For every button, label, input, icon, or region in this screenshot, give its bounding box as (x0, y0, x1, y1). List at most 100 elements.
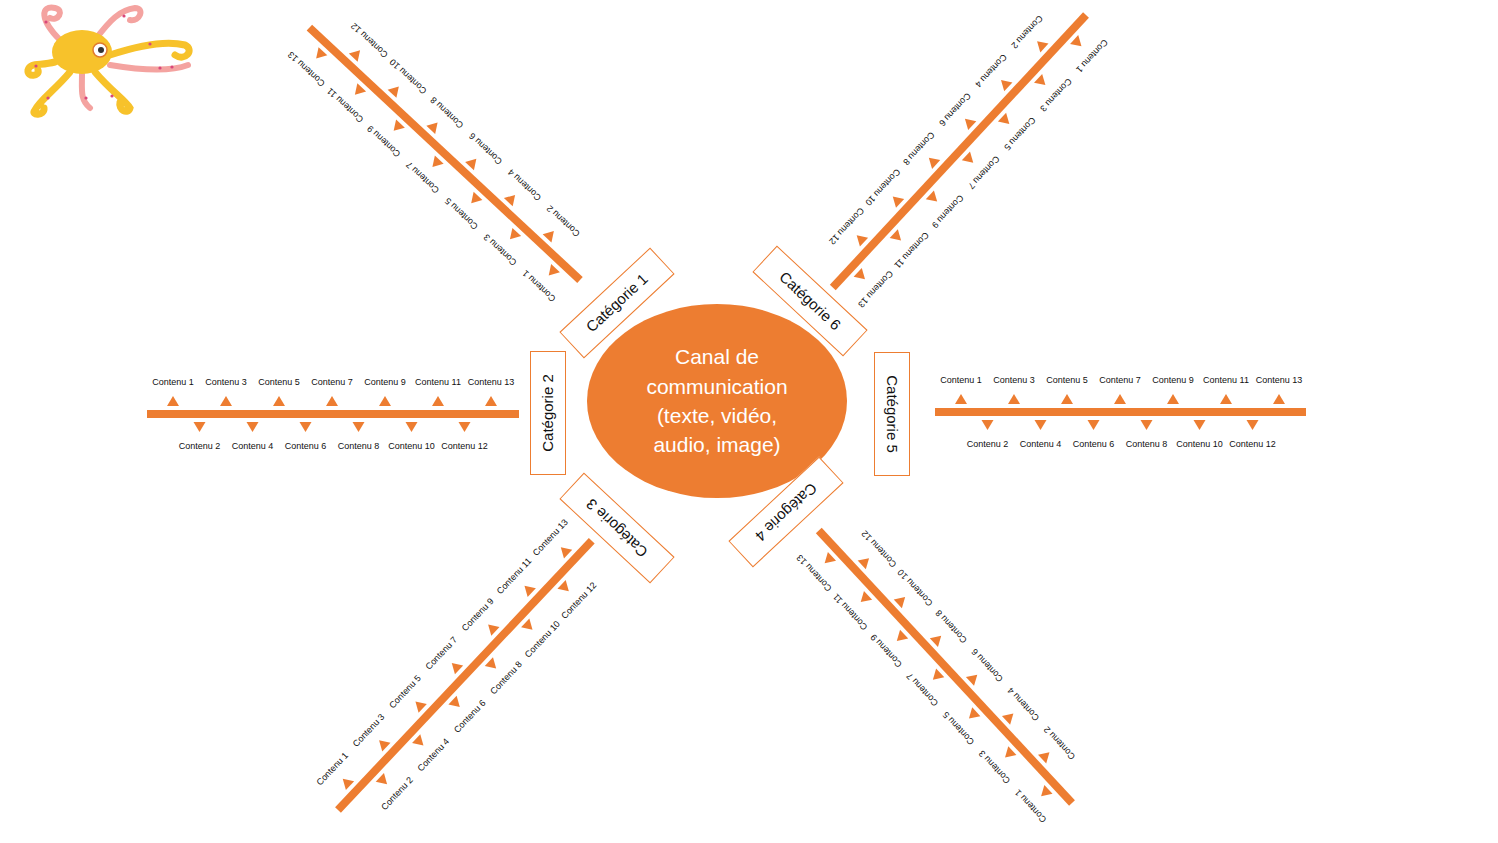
content-label: Contenu 5 (258, 377, 300, 388)
branch-arrowhead (351, 83, 367, 98)
content-label: Contenu 8 (1126, 439, 1168, 450)
content-label: Contenu 3 (205, 377, 247, 388)
content-label: Contenu 3 (993, 375, 1035, 386)
content-label: Contenu 11 (415, 377, 461, 388)
branch-bar (806, 518, 1086, 815)
branch-arrowhead (1114, 394, 1126, 404)
branch-arrowhead (1247, 420, 1259, 430)
branch-arrowhead (485, 396, 497, 406)
branch-arrowhead (962, 152, 977, 168)
branch-arrowhead (465, 155, 481, 170)
branch-arrowhead (930, 631, 945, 647)
branch-arrowhead (353, 422, 365, 432)
branch-arrowhead (543, 227, 559, 242)
content-label: Contenu 10 (388, 441, 435, 452)
branch-arrowhead (220, 396, 232, 406)
branch-arrowhead (926, 190, 941, 206)
branch-arrowhead (1167, 394, 1179, 404)
channel-title: Canal de communication (texte, vidéo, au… (627, 342, 807, 460)
branch-arrowhead (858, 554, 873, 570)
branch-arrowhead (459, 422, 471, 432)
branch-arrowhead (300, 422, 312, 432)
branch-arrowhead (1033, 37, 1048, 53)
category-box: Catégorie 2 (530, 351, 566, 475)
branch-arrowhead (982, 420, 994, 430)
content-label: Contenu 12 (441, 441, 488, 452)
branch-bar (297, 14, 592, 293)
category-title: Catégorie 5 (884, 375, 901, 453)
branch-arrowhead (1070, 35, 1085, 51)
branch-arrowhead (821, 552, 836, 568)
content-label: Contenu 9 (1152, 375, 1194, 386)
branch-arrowhead (929, 669, 944, 685)
content-label: Contenu 13 (1256, 375, 1303, 386)
content-label: Contenu 2 (967, 439, 1009, 450)
branch-arrowhead (894, 593, 909, 609)
branch-arrowhead (997, 76, 1012, 92)
content-label: Contenu 5 (1046, 375, 1088, 386)
content-label: Contenu 8 (338, 441, 380, 452)
branch-arrowhead (247, 422, 259, 432)
branch-arrowhead (448, 696, 464, 712)
branch-arrowhead (339, 774, 355, 790)
branch-arrowhead (426, 119, 442, 134)
branch-arrowhead (1088, 420, 1100, 430)
branch-arrowhead (467, 192, 483, 207)
branch-arrowhead (1008, 394, 1020, 404)
content-label: Contenu 12 (1229, 439, 1276, 450)
content-label: Contenu 1 (152, 377, 194, 388)
branch-arrowhead (1001, 746, 1016, 762)
branch-arrowhead (544, 264, 560, 279)
branch-arrowhead (521, 619, 537, 635)
content-label: Contenu 7 (1099, 375, 1141, 386)
branch-arrowhead (961, 114, 976, 130)
branch-arrowhead (1061, 394, 1073, 404)
branch-arrowhead (1002, 709, 1017, 725)
branch-arrowhead (1194, 420, 1206, 430)
content-label: Contenu 1 (940, 375, 982, 386)
branch-arrowhead (1038, 748, 1053, 764)
branch-arrowhead (273, 396, 285, 406)
branch-arrowhead (194, 422, 206, 432)
branch-arrowhead (889, 192, 904, 208)
branch-arrowhead (966, 670, 981, 686)
branch-arrowhead (388, 82, 404, 97)
branch-arrowhead (428, 156, 444, 171)
category-title: Catégorie 3 (582, 496, 651, 562)
branch-arrowhead (485, 657, 501, 673)
branch-arrowhead (1035, 420, 1047, 430)
branch-arrowhead (412, 734, 428, 750)
branch-arrowhead (326, 396, 338, 406)
octopus-illustration (0, 0, 220, 130)
branch-arrowhead (432, 396, 444, 406)
content-label: Contenu 11 (1203, 375, 1249, 386)
branch-bar (325, 528, 605, 822)
content-label: Contenu 4 (232, 441, 274, 452)
branch-bar (935, 394, 1306, 430)
branch-arrowhead (557, 580, 573, 596)
content-label: Contenu 6 (285, 441, 327, 452)
branch-arrowhead (379, 396, 391, 406)
branch-arrowhead (557, 543, 573, 559)
branch-arrowhead (854, 268, 869, 284)
content-label: Contenu 7 (311, 377, 353, 388)
branch-arrowhead (375, 736, 391, 752)
content-label: Contenu 10 (1176, 439, 1223, 450)
branch-arrowhead (506, 228, 522, 243)
branch-arrowhead (520, 582, 536, 598)
branch-arrowhead (955, 394, 967, 404)
branch-arrowhead (965, 707, 980, 723)
category-title: Catégorie 2 (539, 374, 556, 452)
branch-arrowhead (411, 697, 427, 713)
branch-arrowhead (504, 191, 520, 206)
branch-arrowhead (1141, 420, 1153, 430)
branch-arrowhead (349, 46, 365, 61)
branch-bar (147, 396, 519, 432)
branch-arrowhead (1220, 394, 1232, 404)
branch-arrowhead (857, 591, 872, 607)
branch-arrowhead (376, 773, 392, 789)
category-box: Catégorie 5 (874, 352, 910, 476)
branch-arrowhead (853, 231, 868, 247)
branch-arrowhead (893, 630, 908, 646)
category-box: Catégorie 3 (559, 473, 674, 584)
